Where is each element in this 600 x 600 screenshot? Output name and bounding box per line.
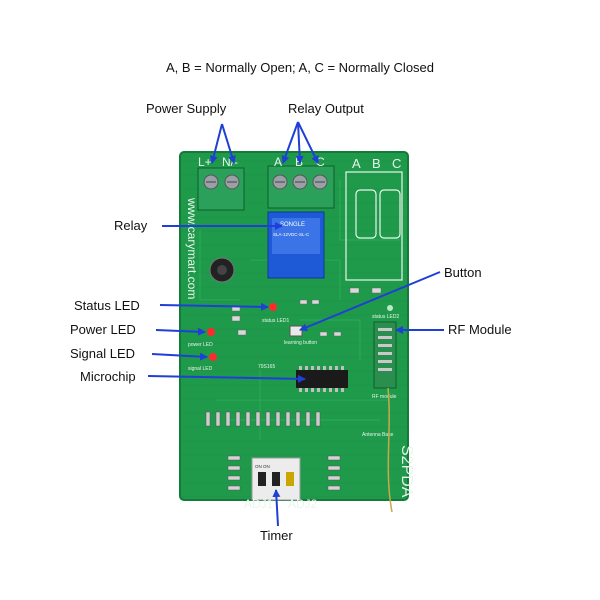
status-led2 <box>387 305 393 311</box>
learning-button <box>289 325 303 337</box>
callout-button: Button <box>444 265 482 280</box>
rf-module-silk: RF module <box>372 394 397 400</box>
relay-part: SLA-12VDC-SL-C <box>273 232 310 237</box>
chip-silk: 79S165 <box>258 364 275 370</box>
power-led <box>207 328 215 336</box>
status-led2-silk: status LED2 <box>372 314 399 320</box>
board-model: S2PDA <box>398 445 415 498</box>
adj2-silk: ADJ2 <box>288 497 318 511</box>
board-url: www.carymart.com <box>185 197 199 299</box>
power-terminal <box>197 167 245 211</box>
callout-relay: Relay <box>114 218 148 233</box>
adj1-silk: ADJ1 <box>244 497 274 511</box>
rf-module <box>373 321 397 389</box>
callout-power-led: Power LED <box>70 322 136 337</box>
pin-c: C <box>316 155 325 169</box>
antenna-wire <box>387 387 393 513</box>
silk-letter-a: A <box>352 156 361 171</box>
relay-component <box>267 211 325 279</box>
relay-brand: SONGLE <box>280 222 305 228</box>
callout-signal-led: Signal LED <box>70 346 136 361</box>
power-led-silk: power LED <box>188 342 213 348</box>
status-led <box>269 303 277 311</box>
pin-n-minus: N/- <box>222 155 238 169</box>
signal-led-silk: signal LED <box>188 366 213 372</box>
learning-button-silk: learning button <box>284 340 317 346</box>
pin-a: A <box>274 155 282 169</box>
callout-power-supply: Power Supply <box>146 101 227 116</box>
callout-relay-output: Relay Output <box>288 101 364 116</box>
relay-silk-outline <box>345 171 403 281</box>
silk-letter-b: B <box>372 156 381 171</box>
callout-timer: Timer <box>260 528 293 543</box>
signal-led <box>209 353 217 361</box>
silk-letter-c: C <box>392 156 401 171</box>
diagram-title: A, B = Normally Open; A, C = Normally Cl… <box>165 60 435 75</box>
microchip <box>296 366 348 392</box>
status-led-silk: status LED1 <box>262 318 289 324</box>
timer-text: ON ON <box>255 464 270 469</box>
antenna-silk: Antenna Base <box>362 432 394 438</box>
callout-status-led: Status LED <box>74 298 140 313</box>
relay-output-terminal <box>267 165 335 209</box>
callout-microchip: Microchip <box>80 369 136 384</box>
callout-arrows <box>147 121 444 527</box>
callout-rf-module: RF Module <box>448 322 512 337</box>
pin-l-plus: L+ <box>198 155 212 169</box>
